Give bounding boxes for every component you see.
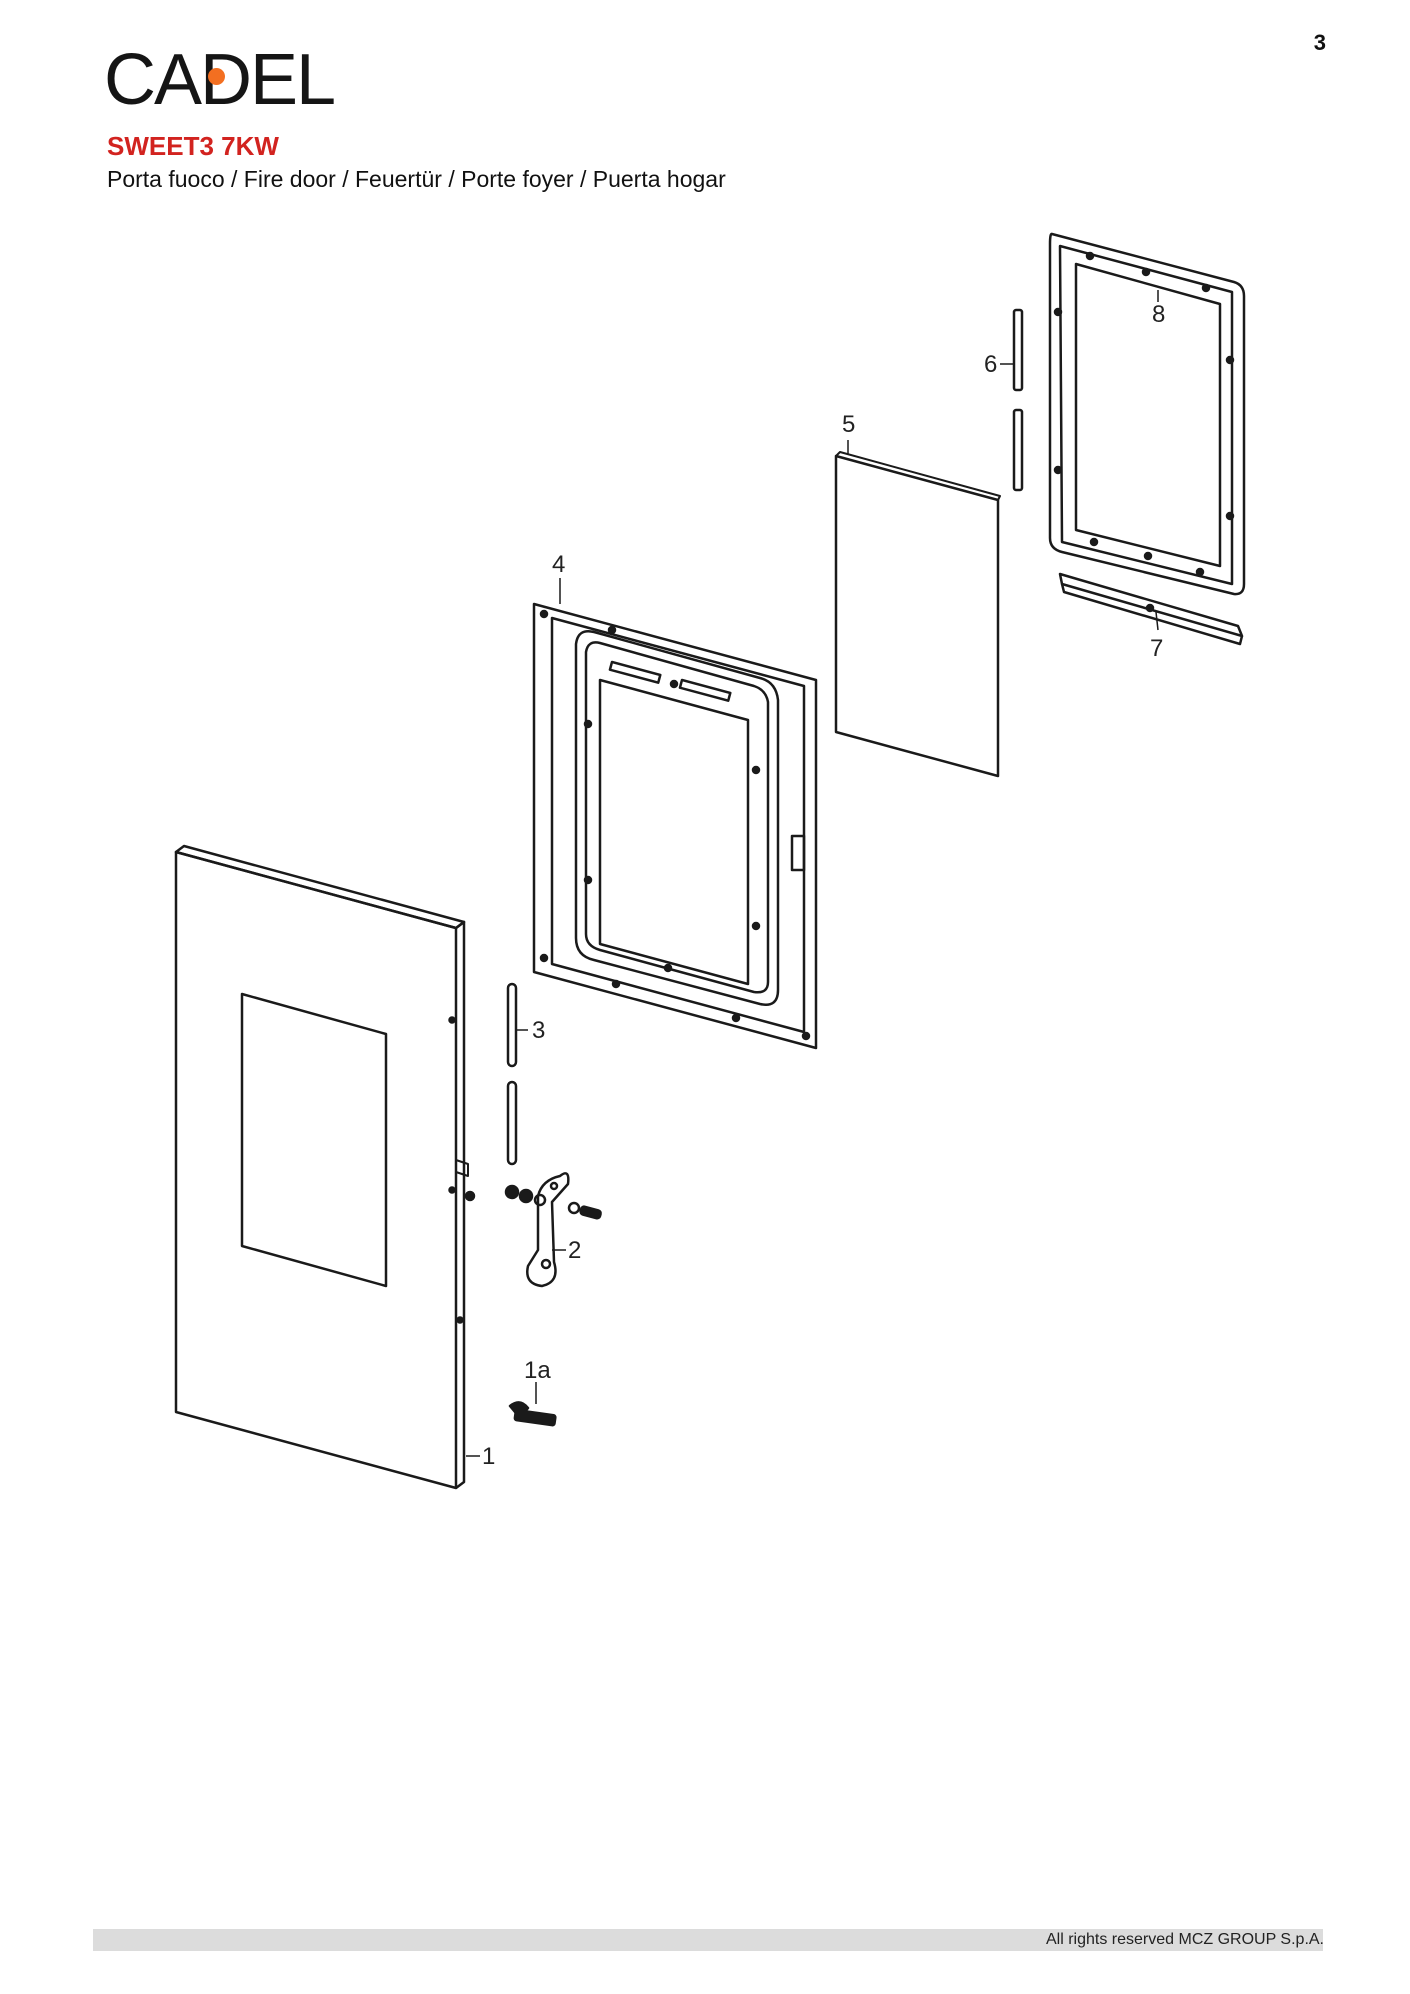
part-3-pins — [506, 982, 518, 1166]
footer-bar — [93, 1929, 1323, 1951]
part-6-strips — [1012, 308, 1024, 492]
callout-2: 2 — [568, 1237, 581, 1264]
part-4-frame — [532, 602, 818, 1050]
callout-1: 1 — [482, 1443, 495, 1470]
callout-1a: 1a — [524, 1357, 551, 1384]
callout-8: 8 — [1152, 301, 1165, 328]
part-8-frame — [1048, 232, 1246, 596]
callout-3: 3 — [532, 1017, 545, 1044]
footer-copyright: All rights reserved MCZ GROUP S.p.A. — [1046, 1931, 1324, 1948]
page-number: 3 — [1313, 30, 1326, 55]
logo-text-left: CA — [104, 40, 202, 120]
callout-6: 6 — [984, 351, 997, 378]
part-5-glass — [834, 451, 1001, 778]
part-1a-badge — [508, 1401, 557, 1427]
callout-5: 5 — [842, 411, 855, 438]
callout-7: 7 — [1150, 635, 1163, 662]
callout-4: 4 — [552, 551, 565, 578]
page-subtitle: Porta fuoco / Fire door / Feuertür / Por… — [107, 166, 726, 192]
part-2-hinge — [504, 1172, 602, 1288]
model-title: SWEET3 7KW — [107, 131, 279, 161]
logo-dot — [208, 68, 225, 85]
part-7-bar — [1058, 572, 1244, 646]
part-1-door — [174, 844, 476, 1490]
